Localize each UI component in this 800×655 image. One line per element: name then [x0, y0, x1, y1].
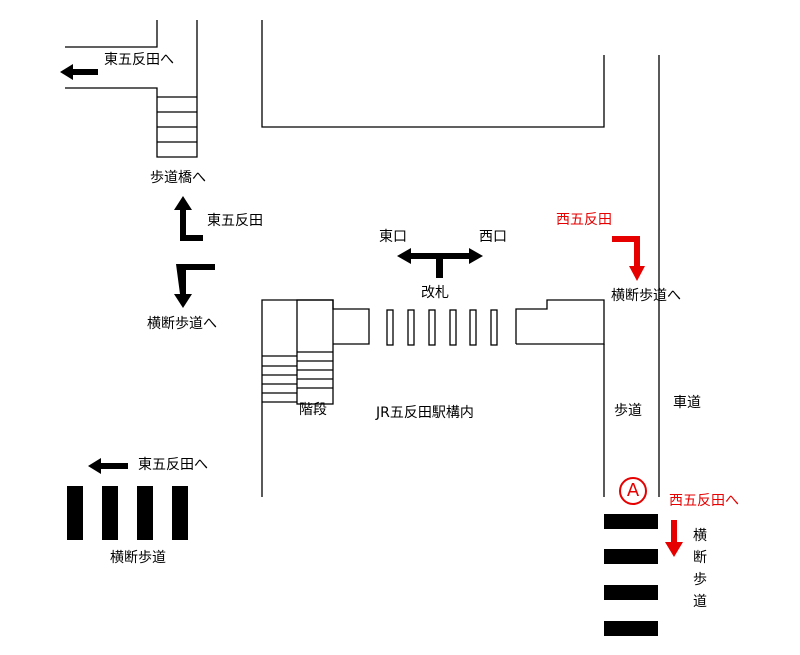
label-to-crosswalk-left: 横断歩道へ — [147, 316, 217, 332]
station-right-block — [515, 299, 605, 345]
station-left-block — [261, 299, 370, 497]
arrow-left-right-icon — [397, 248, 483, 278]
top-left-wall — [65, 20, 198, 158]
arrow-down-icon — [174, 264, 215, 308]
top-building — [261, 20, 605, 128]
ticket-gates — [386, 309, 498, 346]
label-to-west-gotanda: 西五反田へ — [669, 493, 739, 509]
arrow-left-icon — [60, 64, 98, 80]
label-to-crosswalk-right: 横断歩道へ — [611, 288, 681, 304]
top-left-stairs — [157, 96, 197, 143]
crosswalk-right — [604, 514, 658, 636]
label-to-east-gotanda: 東五反田へ — [104, 52, 174, 68]
label-to-footbridge: 歩道橋へ — [150, 170, 206, 186]
label-jr-station: JR五反田駅構内 — [376, 405, 474, 421]
label-east-gotanda: 東五反田 — [207, 213, 263, 229]
label-roadway: 車道 — [673, 395, 701, 411]
label-sidewalk: 歩道 — [614, 403, 642, 419]
label-east-exit: 東口 — [379, 229, 407, 245]
red-arrow-down-icon — [665, 520, 683, 557]
label-to-east-gotanda-bottom: 東五反田へ — [138, 457, 208, 473]
crosswalk-bottom-left — [67, 486, 188, 540]
arrow-left-icon — [88, 458, 128, 474]
label-west-exit: 西口 — [479, 229, 507, 245]
label-west-gotanda: 西五反田 — [556, 212, 612, 228]
exit-a-marker: A — [619, 477, 647, 505]
red-arrow-down-icon — [612, 236, 645, 281]
label-crosswalk-bottom-left: 横断歩道 — [110, 550, 166, 566]
arrow-up-right-icon — [174, 196, 203, 241]
label-ticket-gate: 改札 — [421, 285, 449, 301]
label-crosswalk-vertical: 横断歩道 — [693, 528, 707, 610]
label-stairs: 階段 — [299, 402, 327, 418]
